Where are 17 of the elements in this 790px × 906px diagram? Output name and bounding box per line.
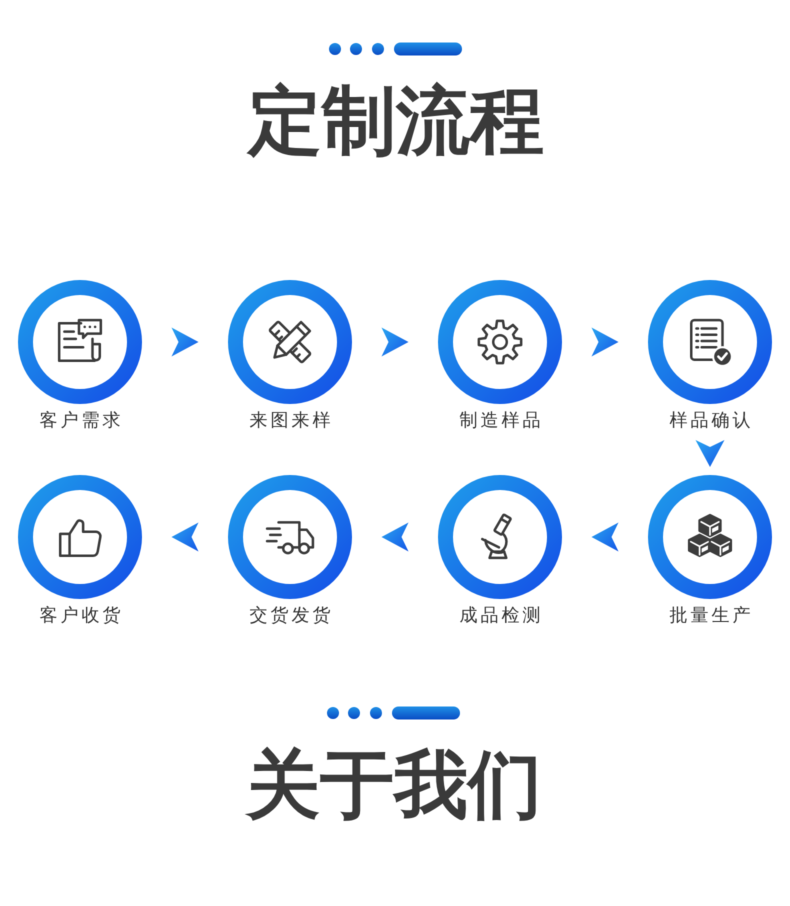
arrow	[382, 522, 408, 552]
arrow	[696, 440, 724, 467]
step-label: 来图来样	[248, 410, 334, 432]
title: 定制流程	[248, 84, 544, 158]
section-heading: 关于我们	[246, 748, 542, 822]
step-label: 制造样品	[458, 410, 544, 432]
step-label: 样品确认	[668, 410, 754, 432]
arrow	[382, 328, 408, 356]
arrow	[172, 522, 198, 552]
arrow	[592, 328, 618, 356]
arrow	[592, 522, 618, 552]
step-label: 交货发货	[248, 605, 334, 627]
step-label: 客户收货	[38, 605, 124, 627]
arrow	[172, 328, 198, 356]
step-label: 成品检测	[458, 605, 544, 627]
step-label: 客户需求	[38, 410, 124, 432]
step-label: 批量生产	[668, 605, 754, 627]
